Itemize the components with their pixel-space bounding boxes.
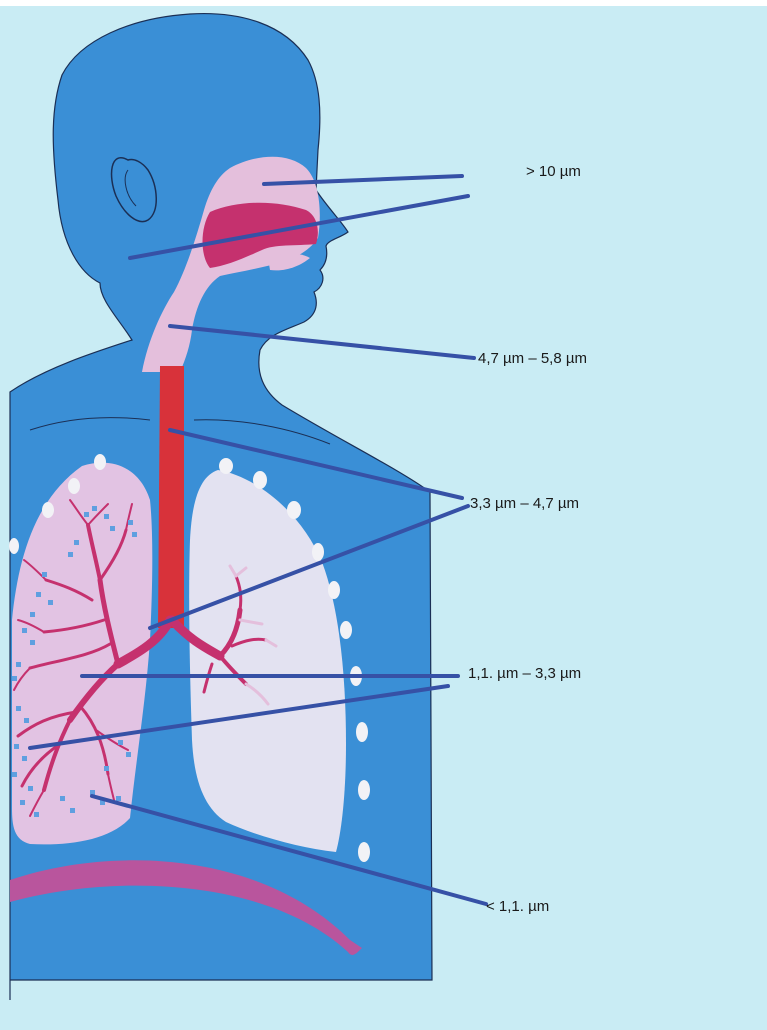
label-trachea: 4,7 µm – 5,8 µm — [478, 350, 587, 367]
label-alveoli: < 1,1. µm — [486, 898, 549, 915]
label-bronchioles: 1,1. µm – 3,3 µm — [468, 665, 581, 682]
trachea — [158, 366, 184, 628]
label-primary-bronchi: 3,3 µm – 4,7 µm — [470, 495, 579, 512]
label-nose-pharynx: > 10 µm — [526, 163, 581, 180]
